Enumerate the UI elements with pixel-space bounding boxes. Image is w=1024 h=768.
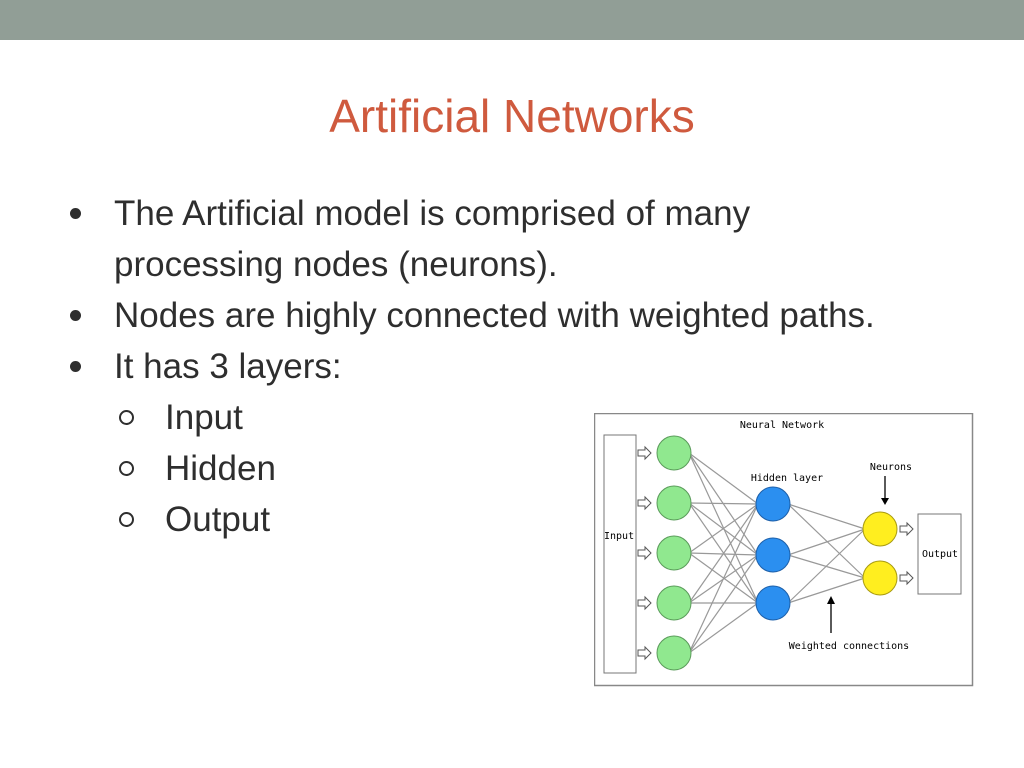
output-node bbox=[862, 560, 898, 596]
bullet-dot bbox=[70, 310, 81, 321]
sub-bullet-text: Output bbox=[165, 500, 271, 539]
bullet-dot bbox=[70, 361, 81, 372]
top-bar bbox=[0, 0, 1024, 40]
bullet-dot bbox=[70, 208, 81, 219]
sub-bullet-item: Hidden bbox=[70, 443, 890, 494]
hidden-node bbox=[755, 537, 791, 573]
input-node bbox=[656, 435, 692, 471]
input-node bbox=[656, 635, 692, 671]
neural-network-svg: Neural Network Input Hidden layer Neuron… bbox=[594, 413, 974, 687]
connection-line bbox=[688, 452, 759, 505]
bullet-text: Nodes are highly connected with weighted… bbox=[114, 296, 875, 335]
input-node bbox=[656, 485, 692, 521]
sub-bullet-ring bbox=[119, 461, 134, 476]
input-node bbox=[656, 585, 692, 621]
output-box bbox=[917, 513, 962, 595]
hidden-layer-label: Hidden layer bbox=[751, 473, 823, 484]
output-arrow bbox=[899, 570, 914, 586]
sub-bullet-text: Hidden bbox=[165, 449, 276, 488]
weights-pointer-arrowhead bbox=[827, 596, 835, 604]
sub-bullet-ring bbox=[119, 410, 134, 425]
connections-group bbox=[688, 452, 866, 654]
connection-line bbox=[688, 602, 759, 654]
connection-line bbox=[787, 528, 866, 604]
input-arrow bbox=[637, 445, 652, 461]
bullet-item: It has 3 layers: bbox=[70, 341, 890, 392]
connection-line bbox=[688, 503, 759, 554]
sub-bullet-text: Input bbox=[165, 398, 243, 437]
connection-line bbox=[787, 528, 866, 556]
slide-title: Artificial Networks bbox=[329, 90, 695, 142]
sub-bullet-item: Input bbox=[70, 392, 890, 443]
connection-line bbox=[688, 503, 759, 604]
weighted-connections-label: Weighted connections bbox=[789, 641, 909, 652]
output-arrow bbox=[899, 521, 914, 537]
bullet-text: The Artificial model is comprised of man… bbox=[114, 194, 751, 284]
hidden-node bbox=[755, 486, 791, 522]
input-box bbox=[603, 434, 637, 674]
neurons-label: Neurons bbox=[870, 462, 912, 473]
input-arrow bbox=[637, 545, 652, 561]
diagram-title: Neural Network bbox=[740, 420, 824, 431]
neurons-pointer-arrowhead bbox=[881, 498, 889, 505]
connection-line bbox=[688, 554, 759, 654]
input-arrow bbox=[637, 495, 652, 511]
input-arrow bbox=[637, 645, 652, 661]
output-label: Output bbox=[922, 549, 958, 560]
bullet-list: The Artificial model is comprised of man… bbox=[70, 188, 890, 545]
input-arrow bbox=[637, 595, 652, 611]
sub-bullet-item: Output bbox=[70, 494, 890, 545]
input-node bbox=[656, 535, 692, 571]
sub-bullet-ring bbox=[119, 512, 134, 527]
connection-line bbox=[688, 502, 759, 505]
connection-line bbox=[688, 503, 759, 654]
connection-line bbox=[787, 577, 866, 604]
static-shapes-group bbox=[603, 434, 962, 674]
hidden-node bbox=[755, 585, 791, 621]
output-node bbox=[862, 511, 898, 547]
input-label: Input bbox=[604, 531, 634, 542]
bullet-item: The Artificial model is comprised of man… bbox=[70, 188, 890, 290]
bullet-item: Nodes are highly connected with weighted… bbox=[70, 290, 890, 341]
neural-network-diagram: Neural Network Input Hidden layer Neuron… bbox=[594, 413, 974, 687]
bullet-text: It has 3 layers: bbox=[114, 347, 342, 386]
connection-line bbox=[787, 503, 866, 530]
nodes-group bbox=[637, 435, 914, 671]
connection-line bbox=[787, 503, 866, 579]
